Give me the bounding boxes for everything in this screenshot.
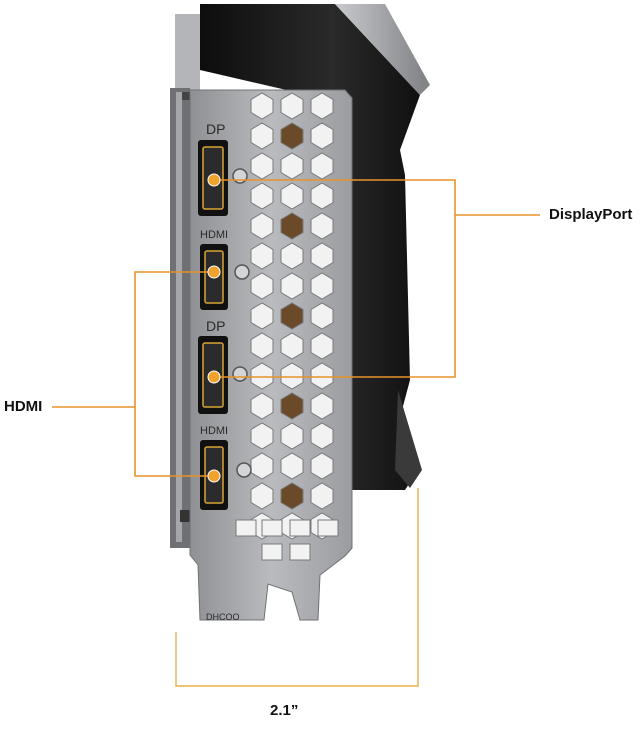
port-label-hdmi-1: HDMI: [200, 229, 228, 241]
vent-hole: [280, 422, 304, 450]
vent-hole: [280, 152, 304, 180]
vent-hole: [310, 122, 334, 150]
callout-dot-dp-1: [207, 173, 221, 187]
vent-hole: [250, 392, 274, 420]
callout-dot-hdmi-2: [207, 469, 221, 483]
vent-hole: [310, 422, 334, 450]
callout-dot-dp-2: [207, 370, 221, 384]
vent-hole: [250, 242, 274, 270]
bracket-bottom-mark: DHCOO: [206, 612, 240, 622]
vent-hole: [310, 452, 334, 480]
vent-hole: [250, 302, 274, 330]
hdmi-callout-label: HDMI: [4, 398, 43, 415]
width-dimension-line: [175, 488, 419, 687]
callout-lines: [52, 179, 540, 477]
vent-hole: [280, 332, 304, 360]
card-shroud: [175, 4, 430, 490]
bracket-flange: [170, 88, 192, 548]
vent-hole: [280, 392, 304, 420]
vent-hole: [310, 212, 334, 240]
vent-hole: [250, 272, 274, 300]
vent-grid: [235, 92, 339, 561]
vent-slot: [261, 543, 283, 561]
vent-hole: [310, 302, 334, 330]
vent-hole: [310, 362, 334, 390]
callout-line-dp-2: [214, 215, 456, 378]
vent-hole: [310, 242, 334, 270]
vent-hole: [280, 182, 304, 210]
vent-hole: [280, 452, 304, 480]
vent-slot: [289, 519, 311, 537]
vent-hole: [250, 152, 274, 180]
port-label-dp-1: DP: [206, 121, 225, 137]
vent-hole: [250, 332, 274, 360]
displayport-callout-label: DisplayPort: [549, 206, 633, 223]
vent-hole: [310, 92, 334, 120]
vent-hole: [280, 482, 304, 510]
vent-hole: [310, 152, 334, 180]
vent-slot: [235, 519, 257, 537]
vent-hole: [310, 272, 334, 300]
vent-hole: [250, 92, 274, 120]
vent-hole: [250, 482, 274, 510]
vent-hole: [250, 422, 274, 450]
vent-hole: [310, 482, 334, 510]
vent-hole: [310, 392, 334, 420]
callout-dot-hdmi-1: [207, 265, 221, 279]
vent-slot: [289, 543, 311, 561]
vent-hole: [250, 182, 274, 210]
callout-line-dp-1: [214, 179, 456, 215]
port-label-hdmi-2: HDMI: [200, 425, 228, 437]
vent-hole: [280, 92, 304, 120]
vent-hole: [310, 332, 334, 360]
vent-slot: [317, 519, 339, 537]
callout-dots: [207, 173, 221, 483]
vent-hole: [280, 272, 304, 300]
port-label-dp-2: DP: [206, 318, 225, 334]
vent-hole: [250, 362, 274, 390]
callout-line-hdmi-2: [134, 407, 214, 477]
vent-hole: [310, 182, 334, 210]
vent-hole: [250, 212, 274, 240]
vent-slot: [261, 519, 283, 537]
callout-line-hdmi-1: [134, 271, 214, 407]
vent-hole: [280, 362, 304, 390]
vent-hole: [280, 122, 304, 150]
width-dimension-label: 2.1”: [270, 702, 299, 719]
vent-hole: [280, 302, 304, 330]
vent-hole: [250, 122, 274, 150]
vent-hole: [280, 212, 304, 240]
vent-hole: [280, 242, 304, 270]
